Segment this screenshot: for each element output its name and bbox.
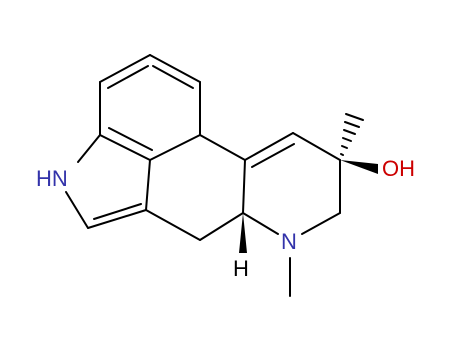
bond: [244, 132, 294, 161]
bond: [65, 191, 89, 229]
hash-line: [344, 121, 360, 128]
hash-line: [340, 153, 344, 156]
hash-line: [345, 113, 364, 121]
bond: [149, 54, 201, 83]
bond: [242, 159, 246, 214]
bond: [152, 65, 194, 89]
bond: [292, 132, 341, 161]
hashed-methyl-bond: [340, 113, 364, 156]
bond: [77, 134, 101, 163]
right-ring: [242, 132, 341, 235]
h-atom-label: H: [233, 256, 249, 281]
bond: [99, 134, 151, 161]
bond: [199, 134, 246, 161]
bond: [242, 212, 279, 235]
bond: [199, 212, 244, 241]
wedge-bond: [340, 160, 378, 174]
hash-line: [343, 129, 356, 135]
nh-atom-label: HN: [36, 166, 68, 191]
bond: [251, 143, 295, 168]
pyrrole-ring: [65, 134, 151, 229]
bond: [87, 209, 147, 229]
benzene-ring: [99, 54, 201, 161]
bond: [301, 212, 341, 235]
n-atom-label: N: [281, 229, 297, 254]
bond: [149, 134, 201, 161]
bond: [107, 65, 149, 89]
bond: [145, 159, 151, 211]
bond: [145, 209, 201, 241]
bond: [108, 127, 153, 151]
oh-atom-label: OH: [382, 156, 415, 181]
wedge-bond: [239, 213, 247, 253]
middle-ring: [145, 134, 246, 241]
hash-line: [342, 137, 352, 142]
hash-line: [341, 145, 348, 149]
bond: [93, 203, 142, 220]
bond: [99, 54, 151, 83]
